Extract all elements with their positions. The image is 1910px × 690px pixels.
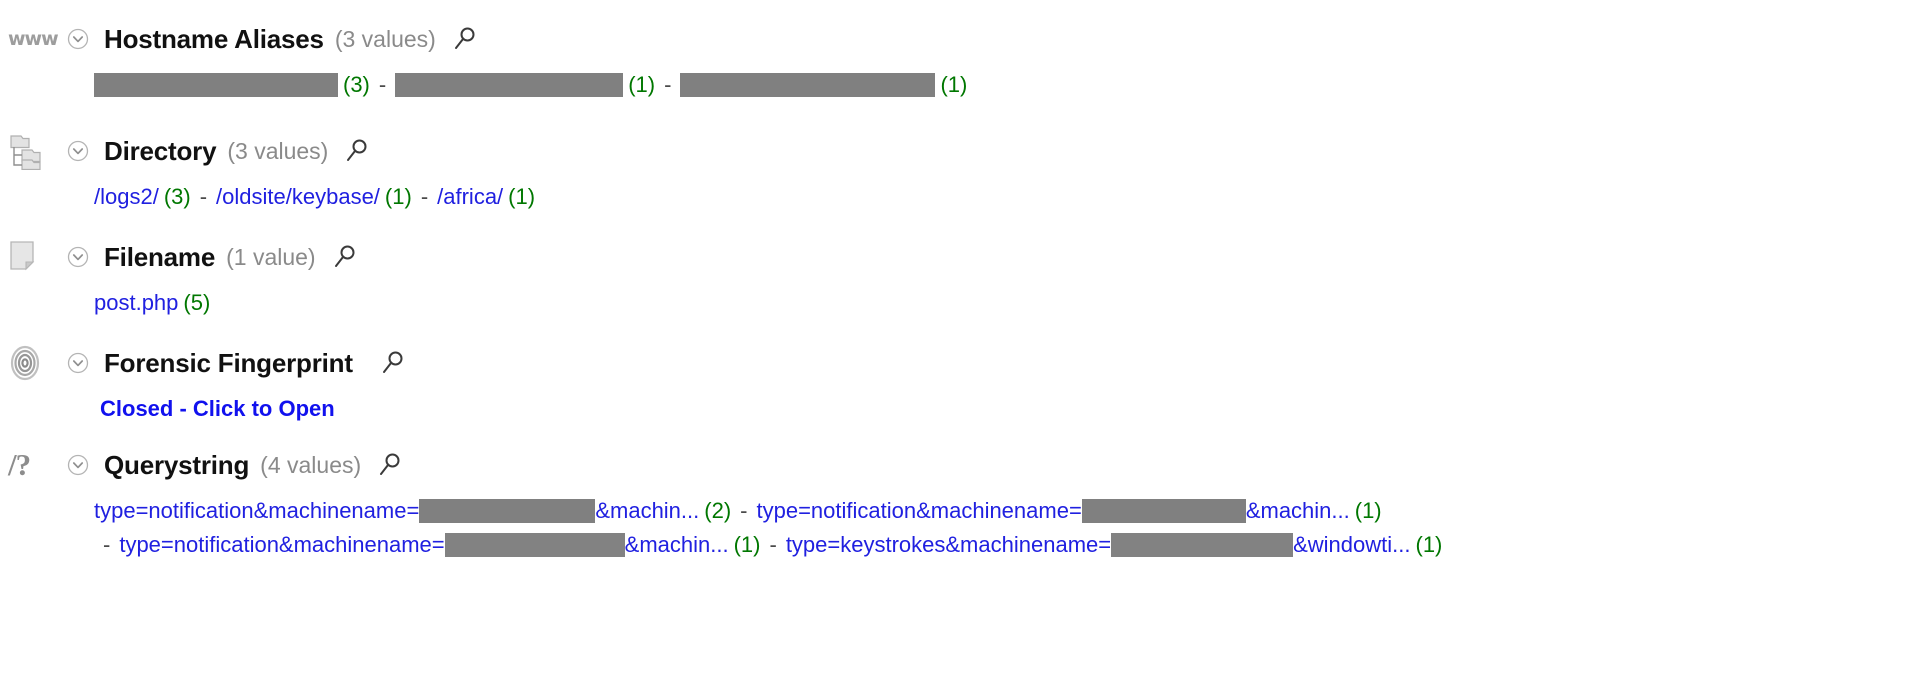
redacted-value	[1111, 533, 1294, 557]
closed-click-to-open-link[interactable]: Closed - Click to Open	[100, 396, 335, 421]
chevron-down-icon[interactable]	[64, 140, 92, 162]
section-hostname-aliases: www Hostname Aliases (3 values) (3)-(1)-…	[0, 16, 1910, 102]
value-list: post.php(5)	[0, 286, 1910, 320]
section-value-count: (3 values)	[334, 25, 436, 52]
section-header: Directory (3 values)	[0, 128, 1910, 174]
chevron-down-icon[interactable]	[64, 28, 92, 50]
value-item[interactable]: (3)	[94, 72, 370, 97]
value-separator: -	[769, 532, 777, 557]
value-item[interactable]: (1)	[395, 72, 655, 97]
value-count: (1)	[384, 184, 412, 209]
value-item[interactable]: (1)	[680, 72, 967, 97]
value-count: (1)	[940, 72, 968, 97]
value-item[interactable]: post.php	[94, 290, 179, 315]
section-header: Forensic Fingerprint	[0, 340, 1910, 386]
section-value-count: (4 values)	[260, 451, 362, 478]
value-separator: -	[378, 72, 387, 97]
section-filename: Filename (1 value) post.php(5)	[0, 234, 1910, 320]
value-count: (1)	[508, 184, 536, 209]
page-icon	[8, 239, 64, 275]
section-value-count: (1 value)	[226, 243, 316, 270]
chevron-down-icon[interactable]	[64, 454, 92, 476]
value-count: (3)	[163, 184, 191, 209]
value-count: (3)	[343, 72, 370, 97]
section-header: Filename (1 value)	[0, 234, 1910, 280]
section-title: Querystring	[104, 449, 250, 480]
section-header: /? Querystring (4 values)	[0, 442, 1910, 488]
value-item[interactable]: type=notification&machinename= &machin...…	[119, 532, 760, 557]
value-separator: -	[199, 184, 208, 209]
value-count: (2)	[704, 498, 732, 523]
querystring-icon: /?	[8, 447, 31, 482]
section-forensic-fingerprint: Forensic Fingerprint Closed - Click to O…	[0, 340, 1910, 422]
value-item[interactable]: type=notification&machinename= &machin...…	[756, 498, 1382, 523]
value-prefix: type=notification&machinename=	[119, 532, 445, 557]
search-icon[interactable]	[381, 350, 405, 376]
value-item[interactable]: /oldsite/keybase/	[216, 184, 380, 209]
redacted-value	[680, 73, 936, 97]
value-separator: -	[103, 532, 111, 557]
value-prefix: type=notification&machinename=	[94, 498, 420, 523]
value-suffix: &windowti...	[1293, 532, 1411, 557]
section-title: Hostname Aliases	[104, 23, 324, 54]
chevron-down-icon[interactable]	[64, 352, 92, 374]
value-separator: -	[420, 184, 429, 209]
value-count: (5)	[183, 290, 211, 315]
value-separator: -	[740, 498, 748, 523]
redacted-value	[419, 499, 596, 523]
section-header: www Hostname Aliases (3 values)	[0, 16, 1910, 62]
section-value-count: (3 values)	[227, 137, 329, 164]
search-icon[interactable]	[378, 452, 402, 478]
section-querystring: /? Querystring (4 values) type=notificat…	[0, 442, 1910, 562]
redacted-value	[444, 533, 625, 557]
value-count: (1)	[628, 72, 656, 97]
value-count: (1)	[1354, 498, 1382, 523]
value-item[interactable]: /logs2/	[94, 184, 159, 209]
section-directory: Directory (3 values) /logs2/(3)-/oldsite…	[0, 128, 1910, 214]
fingerprint-icon	[8, 344, 64, 382]
redacted-value	[395, 73, 624, 97]
value-prefix: type=notification&machinename=	[756, 498, 1082, 523]
value-list: type=notification&machinename= &machin...…	[0, 494, 1910, 562]
value-suffix: &machin...	[624, 532, 729, 557]
value-item[interactable]: /africa/	[437, 184, 504, 209]
value-suffix: &machin...	[1245, 498, 1350, 523]
value-prefix: type=keystrokes&machinename=	[785, 532, 1112, 557]
section-title: Directory	[104, 135, 217, 166]
value-line: -type=notification&machinename=&machin..…	[94, 528, 1910, 562]
section-title: Filename	[104, 241, 216, 272]
search-icon[interactable]	[333, 244, 357, 270]
redacted-value	[1081, 499, 1246, 523]
value-list: /logs2/(3)-/oldsite/keybase/(1)-/africa/…	[0, 180, 1910, 214]
value-separator: -	[664, 72, 672, 97]
value-count: (1)	[1415, 532, 1443, 557]
value-list: (3)-(1)-(1)	[0, 68, 1910, 102]
search-icon[interactable]	[345, 138, 369, 164]
section-title: Forensic Fingerprint	[104, 347, 353, 378]
search-icon[interactable]	[453, 26, 477, 52]
value-item[interactable]: type=keystrokes&machinename= &windowti...…	[785, 532, 1443, 557]
www-icon: www	[8, 28, 59, 50]
value-line: type=notification&machinename= &machin...…	[94, 494, 1910, 528]
value-count: (1)	[733, 532, 761, 557]
redacted-value	[94, 73, 338, 97]
value-suffix: &machin...	[595, 498, 700, 523]
chevron-down-icon[interactable]	[64, 246, 92, 268]
folder-tree-icon	[8, 132, 64, 170]
value-item[interactable]: type=notification&machinename= &machin...…	[94, 498, 731, 523]
